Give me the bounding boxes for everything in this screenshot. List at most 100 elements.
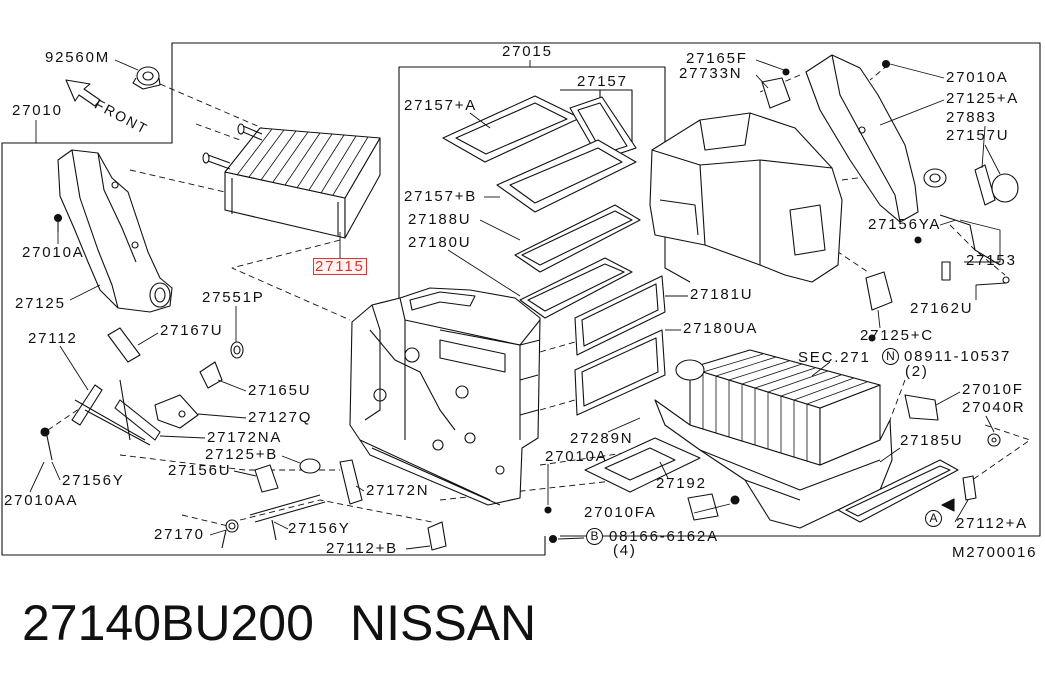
callout-27185u: 27185U [900, 432, 964, 449]
callout-27157b: 27157+B [404, 188, 478, 205]
spring-27551p [230, 341, 244, 359]
callout-27188u: 27188U [408, 211, 472, 228]
callout-27157u: 27157U [946, 127, 1010, 144]
callout-27127q: 27127Q [248, 409, 313, 426]
screw-27010a-bottom [544, 506, 552, 514]
circled-a-marker: A [925, 510, 942, 527]
filter-27181u [574, 275, 666, 356]
callout-27883: 27883 [946, 109, 997, 126]
screw-08911 [868, 334, 876, 342]
callout-27156u: 27156U [168, 462, 232, 479]
filter-bracket [560, 89, 633, 150]
plate-27289n [584, 437, 701, 493]
callout-27180ua: 27180UA [683, 320, 759, 337]
circled-n-marker: N [882, 348, 899, 365]
part-27125c [865, 271, 893, 311]
drawing-code: M2700016 [952, 544, 1038, 561]
heater-core [202, 123, 381, 239]
callout-27157: 27157 [577, 73, 628, 90]
callout-27015: 27015 [502, 43, 553, 60]
callout-27172na: 27172NA [207, 429, 283, 446]
callout-27040r: 27040R [962, 399, 1026, 416]
callout-27192: 27192 [656, 475, 707, 492]
callout-27156ya: 27156YA [868, 216, 942, 233]
front-arrow-icon [65, 79, 101, 107]
lever-27127q [154, 394, 199, 429]
callout-qty-4: (4) [613, 542, 637, 559]
screw-left [53, 213, 63, 232]
callout-27125b: 27125+B [205, 446, 279, 463]
grommet [132, 66, 161, 90]
callout-27010a-bottom: 27010A [545, 448, 608, 465]
unit-assembly-frame [398, 66, 691, 300]
part-27010f [904, 394, 939, 421]
leader-lines [29, 59, 1007, 550]
callout-27167u: 27167U [160, 322, 224, 339]
callout-27010aa: 27010AA [4, 492, 79, 509]
evaporator [675, 349, 881, 466]
heater-unit-housing [349, 287, 541, 506]
left-duct [57, 149, 173, 313]
callout-27733n: 27733N [679, 65, 743, 82]
lever-27112 [71, 379, 151, 446]
callout-27112a: 27112+A [956, 515, 1028, 532]
callout-sec271: SEC.271 [798, 349, 871, 366]
part-27040r [987, 433, 1001, 447]
part-27157u [991, 173, 1019, 203]
outer-frame [1, 42, 1041, 556]
callout-27165f: 27165F [686, 50, 748, 67]
exploded-view-drawing [1, 42, 1041, 556]
filter-27180u [519, 257, 633, 319]
filter-frame-27157 [569, 96, 637, 161]
callout-27551p: 27551P [202, 289, 265, 306]
bracket-27733n [761, 68, 791, 109]
upper-case [649, 112, 843, 283]
caption-part-number: 27140BU200 [22, 595, 314, 651]
seal-27188u [514, 204, 641, 273]
screw-27010aa [40, 427, 53, 461]
callout-27125c: 27125+C [860, 327, 934, 344]
screw-27010a-top [881, 59, 891, 69]
lever-27167u [107, 327, 141, 363]
callout-27172n: 27172N [366, 482, 430, 499]
callout-27010f: 27010F [962, 381, 1024, 398]
callout-27153: 27153 [966, 252, 1017, 269]
lever-27165u [199, 361, 223, 389]
callout-27010fa: 27010FA [584, 504, 657, 521]
callout-27112: 27112 [28, 330, 78, 347]
spring-27170 [221, 519, 239, 549]
callout-27162u: 27162U [910, 300, 974, 317]
callout-08911-10537: 08911-10537 [904, 348, 1012, 365]
callout-27170: 27170 [154, 526, 205, 543]
callout-27010a-left: 27010A [22, 244, 85, 261]
circled-b-marker: B [586, 528, 603, 545]
filter-27180ua [574, 329, 666, 416]
rods-27156y [249, 494, 326, 541]
callout-27112b: 27112+B [326, 540, 398, 557]
lever-27172n [339, 459, 363, 505]
callout-27156y-left: 27156Y [62, 472, 125, 489]
callout-92560m: 92560M [45, 49, 111, 66]
caption-brand: NISSAN [350, 595, 537, 651]
screw-27010fa [730, 495, 740, 505]
callout-27165u: 27165U [248, 382, 312, 399]
bracket-27192 [687, 493, 719, 521]
callout-27181u: 27181U [690, 286, 754, 303]
part-27125b [299, 458, 321, 474]
callout-27115-highlighted: 27115 [313, 258, 367, 275]
callout-27010: 27010 [12, 102, 63, 119]
callout-27125: 27125 [15, 295, 66, 312]
right-duct [805, 54, 947, 223]
filter-plate-27185u [837, 459, 959, 523]
callout-27156y-bottom: 27156Y [288, 520, 351, 537]
callout-27180u: 27180U [408, 234, 472, 251]
callout-27157a: 27157+A [404, 97, 478, 114]
lever-27156u [254, 464, 279, 493]
screw-08166 [548, 534, 558, 544]
callout-27010a-top: 27010A [946, 69, 1009, 86]
callout-27125a: 27125+A [946, 90, 1020, 107]
filter-frame-27157b [496, 139, 637, 213]
clip-27112b [427, 521, 447, 551]
callout-qty-2: (2) [905, 363, 929, 380]
callout-08166-6162a: 08166-6162A [609, 528, 719, 545]
